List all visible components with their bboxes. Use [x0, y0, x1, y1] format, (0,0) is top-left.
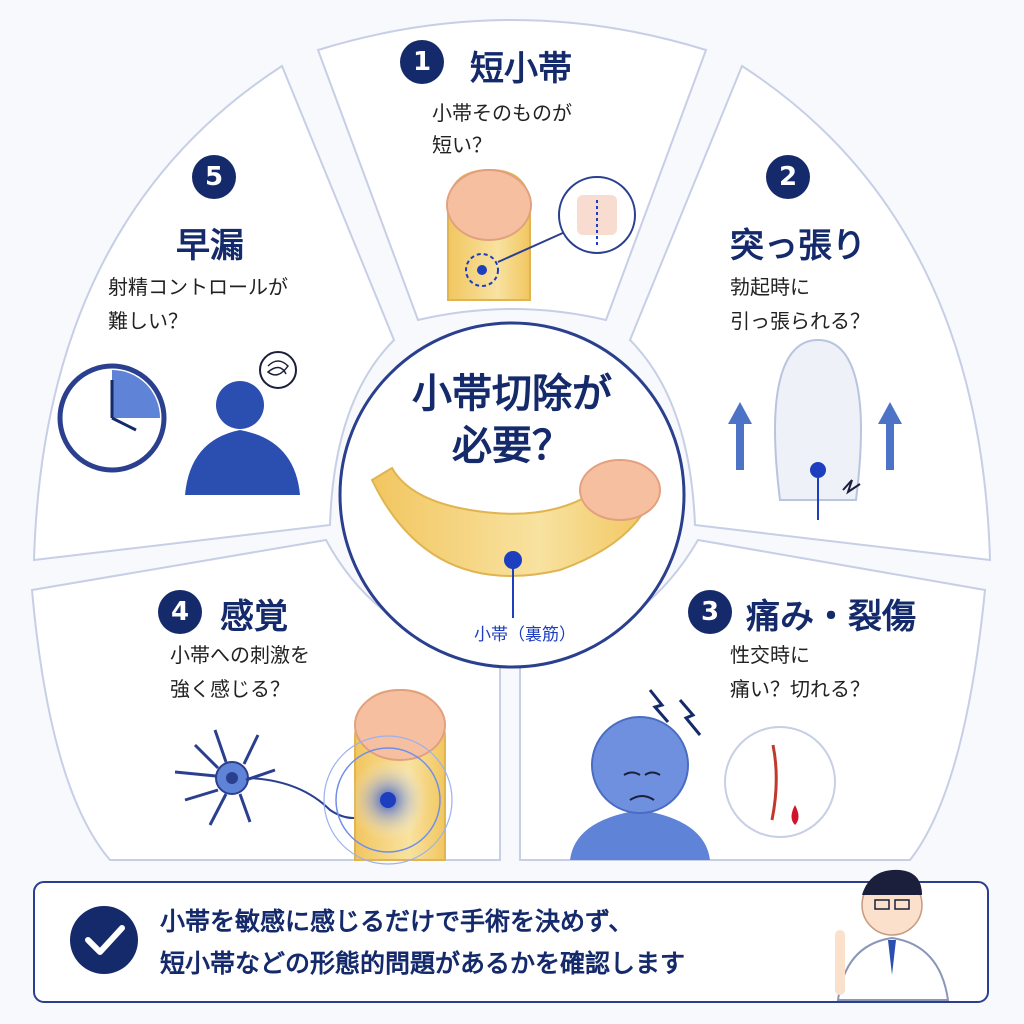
center-title-line1: 小帯切除が — [412, 371, 612, 417]
panel-2-shape — [628, 64, 992, 562]
panel-2-illustration — [728, 338, 902, 520]
banner-line1: 小帯を敏感に感じるだけで手術を決めず、 — [160, 907, 634, 936]
lightning-icon — [842, 479, 861, 495]
panel-2-desc-line2: 引っ張られる？ — [730, 309, 870, 333]
panel-5-number: 5 — [192, 155, 236, 199]
panel-5-illustration — [57, 351, 300, 495]
center-anatomy-illustration — [370, 459, 661, 618]
clock-icon — [57, 363, 167, 473]
tangled-thought-icon — [259, 351, 297, 389]
up-arrow-icon — [878, 402, 902, 470]
center-title-line2: 必要？ — [452, 423, 572, 469]
lightning-icon — [648, 689, 670, 723]
neuron-icon — [174, 729, 386, 826]
tear-drop-icon — [791, 805, 799, 825]
panel-1-title: 短小帯 — [470, 49, 572, 89]
panel-5-desc-line1: 射精コントロールが — [108, 275, 288, 299]
banner-line2: 短小帯などの形態的問題があるかを確認します — [160, 949, 686, 978]
distressed-person-icon — [185, 381, 300, 495]
check-icon — [70, 906, 138, 974]
panel-2-number: 2 — [766, 155, 810, 199]
panel-1-desc-line1: 小帯そのものが — [432, 101, 572, 125]
panel-3-illustration — [570, 689, 836, 860]
summary-banner — [33, 881, 989, 1003]
panel-5-desc-line2: 難しい？ — [108, 309, 188, 333]
panel-4-desc-line1: 小帯への刺激を — [170, 643, 310, 667]
panel-4-illustration — [174, 688, 453, 865]
panel-4-desc-line2: 強く感じる？ — [170, 677, 290, 701]
panel-4-number: 4 — [158, 590, 202, 634]
panel-3-desc-line2: 痛い？切れる？ — [730, 677, 870, 701]
panel-3-number: 3 — [688, 590, 732, 634]
panel-1-desc-line2: 短い？ — [432, 133, 492, 157]
panel-2-desc-line1: 勃起時に — [730, 275, 810, 299]
center-circle — [338, 321, 686, 669]
panel-1-number: 1 — [400, 40, 444, 84]
doctor-icon — [835, 869, 950, 1001]
panel-2-title: 突っ張り — [730, 226, 866, 266]
panel-3-title: 痛み・裂傷 — [746, 597, 916, 637]
panel-5-title: 早漏 — [176, 226, 244, 266]
sad-face-icon — [570, 716, 710, 860]
frenulum-label: 小帯（裏筋） — [474, 625, 576, 645]
up-arrow-icon — [728, 402, 752, 470]
lightning-icon — [678, 699, 702, 736]
panel-3-desc-line1: 性交時に — [730, 643, 810, 667]
panel-4-title: 感覚 — [220, 597, 288, 637]
panel-1-illustration — [446, 168, 636, 301]
